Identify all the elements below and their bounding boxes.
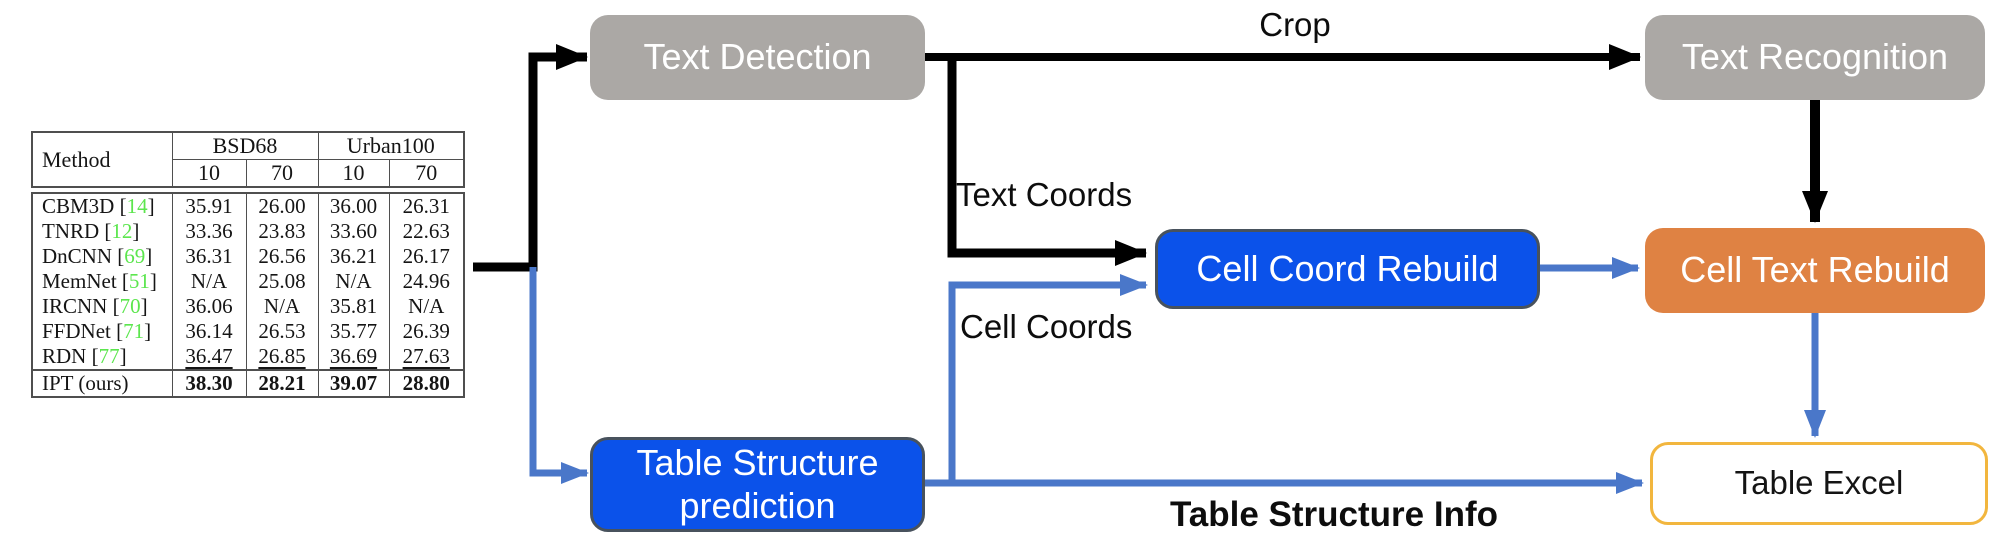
subcol-bsd68-70: 70 (245, 159, 319, 187)
cell-value: 22.63 (402, 219, 450, 243)
table-row: MemNet [51] N/A 25.08 N/A 24.96 (32, 269, 464, 294)
cell-value: 36.00 (329, 194, 378, 218)
edge-table-to-structure-prediction (529, 267, 589, 484)
method-name: RDN (42, 344, 87, 368)
cell-value: 36.69 (329, 344, 378, 368)
edge-label-crop: Crop (1259, 6, 1331, 43)
cell-value: 36.47 (185, 344, 233, 368)
method-name: DnCNN (42, 244, 113, 268)
cell-value: 35.81 (329, 294, 378, 318)
table-row: IRCNN [70] 36.06 N/A 35.81 N/A (32, 294, 464, 319)
cell-value: 35.77 (329, 319, 378, 343)
method-name: TNRD (42, 219, 100, 243)
edge-cell-coords (948, 274, 1148, 483)
cell-value: 26.00 (258, 194, 306, 218)
cell-value: 36.14 (185, 319, 233, 343)
citation: [69] (117, 244, 153, 268)
paper-table-header: Method BSD68 Urban100 10 70 10 70 (31, 131, 466, 188)
col-header-method: Method (42, 146, 111, 172)
node-label: Cell Coord Rebuild (1196, 247, 1499, 289)
cell-value: N/A (335, 269, 372, 293)
input-table-image: Method BSD68 Urban100 10 70 10 70 CBM3D … (31, 131, 466, 398)
citation: [70] (112, 294, 148, 318)
col-group-urban100: Urban100 (317, 132, 465, 160)
table-row: RDN [77] 36.47 26.85 36.69 27.63 (32, 344, 464, 370)
cell-value: 28.21 (258, 371, 306, 395)
cell-value: 36.31 (185, 244, 233, 268)
cell-value: 26.56 (258, 244, 306, 268)
edge-table-to-text-detection (473, 44, 588, 272)
cell-value: N/A (408, 294, 445, 318)
node-text-detection: Text Detection (590, 15, 925, 100)
cell-value: 39.07 (329, 371, 378, 395)
cell-value: 25.08 (258, 269, 306, 293)
node-table-structure-prediction: Table Structure prediction (590, 437, 925, 532)
node-label: Cell Text Rebuild (1680, 249, 1950, 291)
citation: [51] (121, 269, 157, 293)
edge-text-coords (947, 57, 1147, 266)
method-name: FFDNet (42, 319, 111, 343)
table-row: CBM3D [14] 35.91 26.00 36.00 26.31 (32, 193, 464, 219)
cell-value: 24.96 (402, 269, 450, 293)
cell-value: 26.85 (258, 344, 306, 368)
citation: [14] (119, 194, 155, 218)
node-label: Table Excel (1734, 464, 1904, 502)
cell-value: 33.60 (329, 219, 378, 243)
cell-value: 26.53 (258, 319, 306, 343)
cell-value: N/A (263, 294, 301, 318)
table-row: IPT (ours) [] 38.30 28.21 39.07 28.80 (32, 369, 464, 397)
method-name: IPT (ours) (42, 371, 129, 395)
cell-value: 27.63 (402, 344, 450, 368)
node-cell-coord-rebuild: Cell Coord Rebuild (1155, 229, 1540, 309)
edge-label-text-coords: Text Coords (956, 176, 1133, 213)
node-table-excel: Table Excel (1650, 442, 1988, 525)
subcol-urban100-10: 10 (317, 159, 390, 187)
citation: [71] (116, 319, 152, 343)
cell-value: 23.83 (258, 219, 306, 243)
edge-label-table-structure-info: Table Structure Info (1170, 495, 1498, 534)
cell-value: 26.17 (402, 244, 450, 268)
edge-label-cell-coords: Cell Coords (960, 308, 1133, 345)
col-group-bsd68: BSD68 (171, 132, 319, 160)
node-cell-text-rebuild: Cell Text Rebuild (1645, 228, 1985, 313)
subcol-bsd68-10: 10 (171, 159, 246, 187)
table-row: FFDNet [71] 36.14 26.53 35.77 26.39 (32, 319, 464, 344)
cell-value: 26.31 (402, 194, 450, 218)
cell-value: 28.80 (402, 371, 450, 395)
cell-value: 35.91 (185, 194, 233, 218)
node-label: Table Structure prediction (636, 442, 879, 526)
method-name: IRCNN (42, 294, 108, 318)
node-text-recognition: Text Recognition (1645, 15, 1985, 100)
cell-value: 26.39 (402, 319, 450, 343)
paper-table-body: CBM3D [14] 35.91 26.00 36.00 26.31 TNRD … (31, 192, 465, 398)
node-label: Text Detection (643, 36, 872, 78)
cell-value: 36.06 (185, 294, 233, 318)
citation: [77] (91, 344, 127, 368)
table-row: DnCNN [69] 36.31 26.56 36.21 26.17 (32, 244, 464, 269)
citation: [12] (104, 219, 140, 243)
method-name: CBM3D (42, 194, 115, 218)
node-label: Text Recognition (1681, 36, 1949, 78)
method-name: MemNet (42, 269, 117, 293)
cell-value: 33.36 (185, 219, 233, 243)
cell-value: 36.21 (329, 244, 378, 268)
cell-value: 38.30 (185, 371, 233, 395)
subcol-urban100-70: 70 (388, 159, 465, 187)
cell-value: N/A (190, 269, 228, 293)
table-row: TNRD [12] 33.36 23.83 33.60 22.63 (32, 219, 464, 244)
